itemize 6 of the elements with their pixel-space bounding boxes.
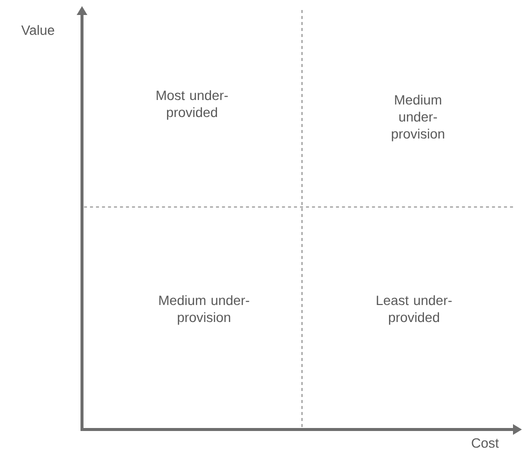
quadrant-label: Least under-provided	[376, 295, 452, 325]
quadrant-label: Most under-provided	[156, 90, 228, 120]
quadrant-label: Medium under-provision	[392, 94, 444, 142]
axis-label: Value	[21, 25, 54, 35]
quadrant-label: Medium under-provision	[159, 295, 250, 325]
axis-label: Cost	[472, 438, 499, 448]
